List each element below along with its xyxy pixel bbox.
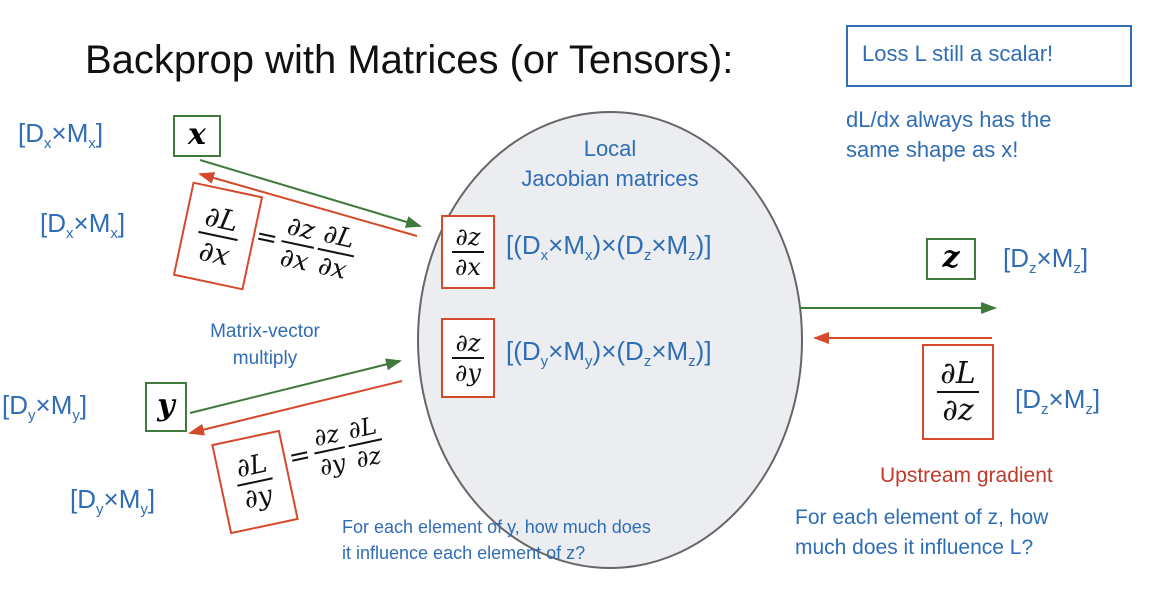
- y-question: For each element of y, how much does it …: [342, 514, 651, 566]
- dzdy-shape-label: [(Dy×My)×(Dz×Mz)]: [506, 336, 712, 370]
- upstream-gradient-label: Upstream gradient: [880, 464, 1053, 487]
- z-shape-label: [Dz×Mz]: [1003, 243, 1089, 277]
- callout-text: Loss L still a scalar!: [862, 41, 1054, 66]
- z-question-line: For each element of z, how: [795, 506, 1049, 529]
- slide-title: Backprop with Matrices (or Tensors):: [85, 38, 734, 82]
- shape-note-line: dL/dx always has the: [846, 107, 1052, 132]
- y-question-line: it influence each element of z?: [342, 543, 586, 563]
- dzdx-jacobian-box: ∂z∂x: [441, 215, 495, 289]
- dLdy-shape-label: [Dy×My]: [70, 484, 156, 518]
- matrix-vector-line: multiply: [232, 348, 298, 369]
- dzdx-shape-label: [(Dx×Mx)×(Dz×Mz)]: [506, 230, 712, 264]
- callout-box: Loss L still a scalar!: [846, 25, 1132, 87]
- y-variable-box: y: [145, 382, 187, 432]
- dLdz-shape-label: [Dz×Mz]: [1015, 384, 1101, 418]
- circle-label-line: Jacobian matrices: [521, 166, 699, 191]
- x-shape-label: [Dx×Mx]: [18, 118, 104, 152]
- z-question: For each element of z, how much does it …: [795, 503, 1048, 563]
- y-question-line: For each element of y, how much does: [342, 517, 651, 537]
- backward-arrow-y: [188, 380, 403, 436]
- dzdy-jacobian-box: ∂z∂y: [441, 318, 495, 398]
- shape-note-line: same shape as x!: [846, 137, 1019, 162]
- x-variable-box: x: [173, 115, 221, 157]
- forward-arrow-y: [189, 358, 402, 414]
- z-question-line: much does it influence L?: [795, 536, 1034, 559]
- circle-label: Local Jacobian matrices: [430, 134, 790, 194]
- backward-arrow-x: [198, 172, 418, 237]
- forward-arrow-x: [199, 159, 422, 228]
- y-shape-label: [Dy×My]: [2, 390, 88, 424]
- dLdz-upstream-box: ∂L∂z: [922, 344, 994, 440]
- matrix-vector-line: Matrix-vector: [210, 321, 320, 342]
- z-variable-box: z: [926, 238, 976, 280]
- matrix-vector-label: Matrix-vector multiply: [190, 318, 340, 372]
- circle-label-line: Local: [583, 136, 637, 161]
- dLdx-shape-label: [Dx×Mx]: [40, 208, 126, 242]
- function-node-circle: [417, 111, 803, 569]
- shape-note: dL/dx always has the same shape as x!: [846, 105, 1051, 165]
